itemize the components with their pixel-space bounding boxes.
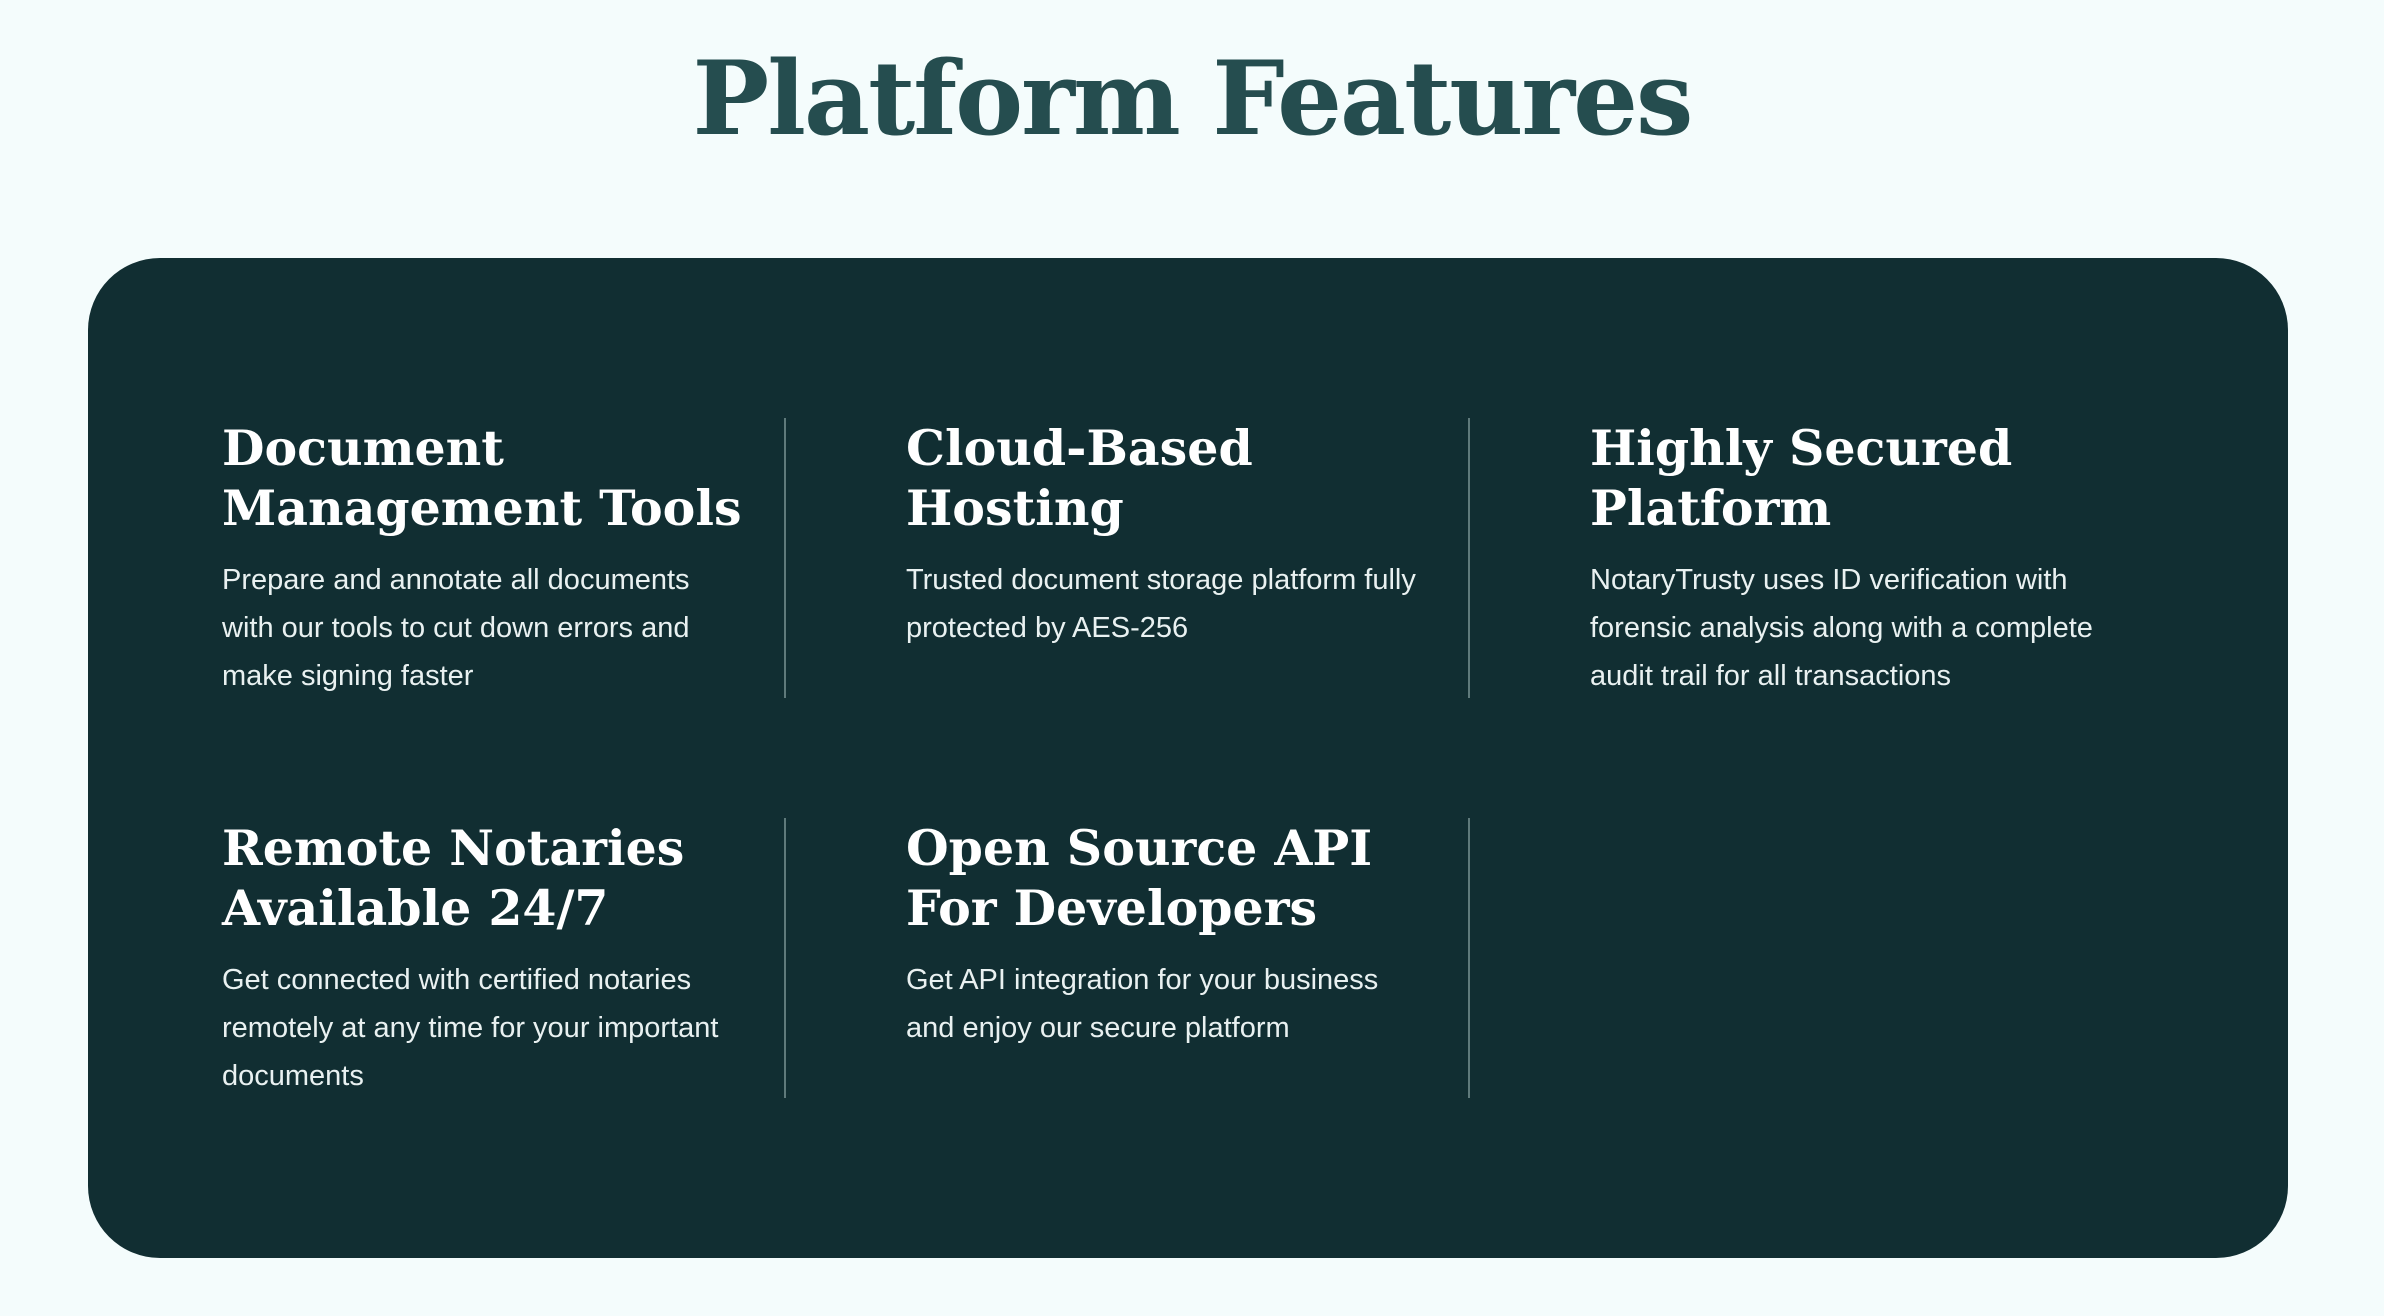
feature-description: Get API integration for your business an… xyxy=(906,964,1379,1044)
feature-card-cloud-hosting: Cloud-Based Hosting Trusted document sto… xyxy=(906,418,1590,698)
feature-description: Trusted document storage platform fully … xyxy=(906,564,1416,644)
feature-title: Document Management Tools xyxy=(222,419,742,537)
feature-title: Highly Secured Platform xyxy=(1590,419,2013,537)
feature-description: Get connected with certified notaries re… xyxy=(222,964,719,1092)
feature-card-secured-platform: Highly Secured Platform NotaryTrusty use… xyxy=(1590,418,2274,698)
feature-card-document-management: Document Management Tools Prepare and an… xyxy=(222,418,906,698)
feature-title: Remote Notaries Available 24/7 xyxy=(222,819,685,937)
feature-card-open-source-api: Open Source API For Developers Get API i… xyxy=(906,818,1590,1098)
features-panel: Document Management Tools Prepare and an… xyxy=(88,258,2288,1258)
page-title: Platform Features xyxy=(692,39,1694,159)
feature-description: Prepare and annotate all documents with … xyxy=(222,564,690,692)
feature-grid: Document Management Tools Prepare and an… xyxy=(222,418,2274,1098)
feature-card-remote-notaries: Remote Notaries Available 24/7 Get conne… xyxy=(222,818,906,1098)
feature-title: Cloud-Based Hosting xyxy=(906,419,1253,537)
feature-description: NotaryTrusty uses ID verification with f… xyxy=(1590,564,2093,692)
feature-title: Open Source API For Developers xyxy=(906,819,1373,937)
